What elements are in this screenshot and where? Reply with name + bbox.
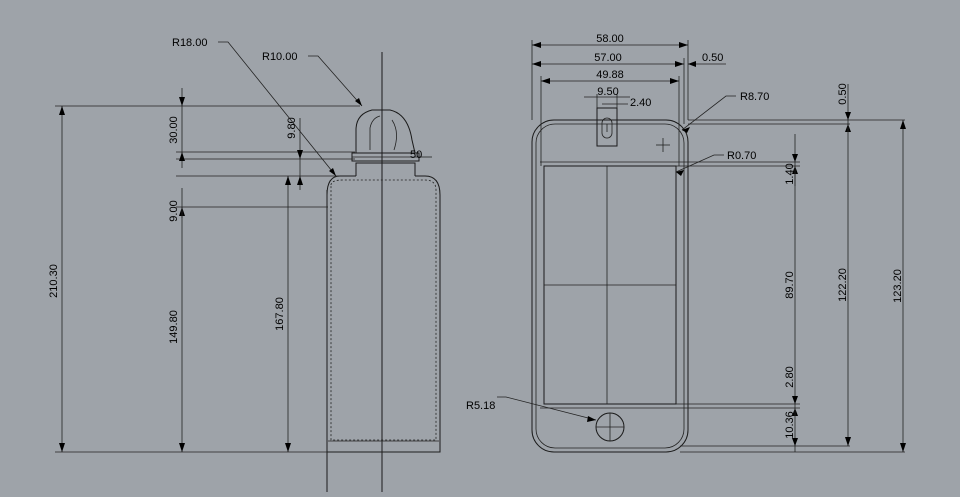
- dim-r8-70[interactable]: R8.70: [740, 91, 769, 103]
- dim-50[interactable]: 50: [410, 149, 422, 161]
- speaker-inner: [601, 117, 613, 139]
- bottle-body-outline: [326, 162, 441, 453]
- dim-10-36[interactable]: 10.36: [784, 411, 796, 439]
- leader-r18-arrow: [329, 168, 336, 176]
- dim-r10[interactable]: R10.00: [262, 51, 297, 63]
- speaker-slot: [596, 107, 618, 147]
- dim-9-80-arrows: [297, 150, 303, 185]
- dim-123-20[interactable]: 123.20: [892, 269, 904, 303]
- dim-r0-70[interactable]: R0.70: [727, 150, 756, 162]
- dim-2-40[interactable]: 2.40: [630, 97, 651, 109]
- dim-58-00[interactable]: 58.00: [596, 33, 624, 45]
- dim-89-70[interactable]: 89.70: [784, 271, 796, 299]
- device-outer-body: [531, 119, 689, 453]
- dim-149-arrow: [179, 443, 185, 452]
- dim-10-36-arrow: [792, 438, 798, 446]
- leader-r5-18: [497, 396, 597, 421]
- leader-r10-arrow: [355, 98, 362, 106]
- dim-49-88[interactable]: 49.88: [596, 69, 624, 81]
- dim-9-50[interactable]: 9.50: [597, 86, 618, 98]
- dim-122-20[interactable]: 122.20: [837, 268, 849, 302]
- bottle-cap-outline: [355, 109, 416, 154]
- dim-122-arrow: [845, 437, 851, 446]
- leader-r8-70: [681, 95, 736, 131]
- dim-9-80[interactable]: 9.80: [286, 117, 298, 138]
- bottle-inner-dashed: [330, 179, 437, 441]
- leader-r10: [308, 55, 363, 107]
- front-view: 58.00 57.00 0.50 49.88 9.50 2.40 R8.70 R…: [466, 33, 906, 453]
- dim-w0-50[interactable]: 0.50: [702, 52, 723, 64]
- dim-210-30[interactable]: 210.30: [48, 264, 60, 298]
- dim-167-80[interactable]: 167.80: [274, 297, 286, 331]
- leader-r18: [218, 41, 337, 177]
- leader-r0-70-arrow: [676, 170, 684, 176]
- dim-2-80[interactable]: 2.80: [784, 366, 796, 387]
- dim-r18[interactable]: R18.00: [172, 37, 207, 49]
- leader-r5-18-arrow: [587, 416, 596, 422]
- bottle-cap-inner: [369, 115, 397, 151]
- dim-9-00[interactable]: 9.00: [168, 200, 180, 221]
- dim-30-00[interactable]: 30.00: [168, 116, 180, 144]
- dim-1-40[interactable]: 1.40: [784, 163, 796, 184]
- leader-r8-70-arrow: [682, 127, 690, 133]
- dim-v0-50[interactable]: 0.50: [837, 83, 849, 104]
- side-view: 210.30 30.00 9.80 9.00 149.80 167.80 50 …: [48, 37, 441, 492]
- device-inner-body: [535, 123, 685, 449]
- dim-57-00[interactable]: 57.00: [594, 52, 622, 64]
- dim-0-50-arrow: [688, 61, 696, 67]
- dim-r5-18[interactable]: R5.18: [466, 400, 495, 412]
- dim-149-80[interactable]: 149.80: [168, 310, 180, 344]
- leader-r0-70: [675, 154, 724, 173]
